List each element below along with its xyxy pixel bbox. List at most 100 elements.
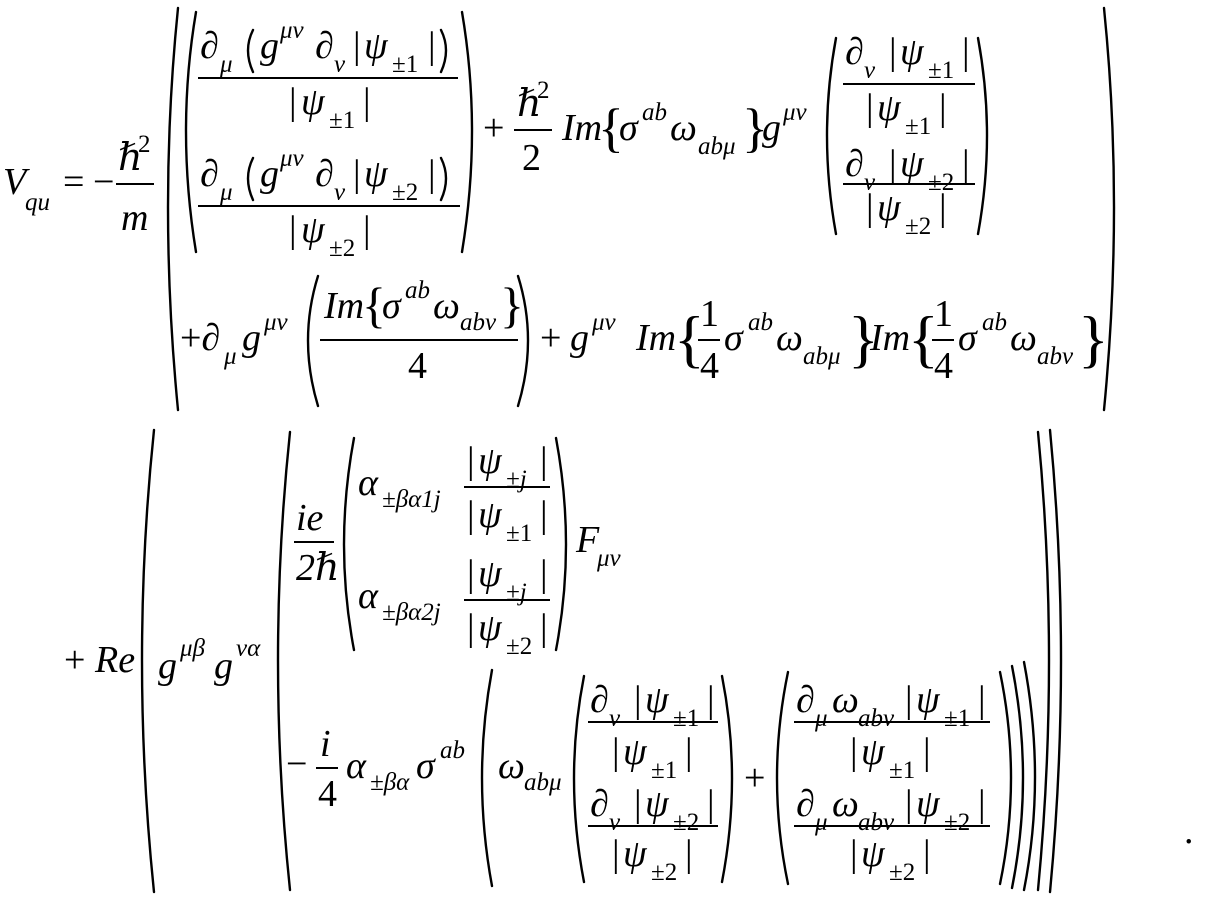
abnu-subscript: abν — [1037, 343, 1074, 370]
abs-bar: | — [467, 494, 475, 536]
row2: +∂ μ g μν Im { σ ab ω abν } 4 + g μν Im … — [180, 274, 1109, 408]
imaginary-part: Im — [561, 107, 602, 149]
inner-paren-left — [246, 28, 255, 74]
psi-index: ±1 — [889, 757, 915, 784]
psi-symbol: ψ — [900, 31, 925, 73]
psi-index: ±1 — [506, 520, 532, 547]
partial-symbol: ∂ — [796, 679, 815, 721]
mu-subscript: μ — [223, 343, 237, 370]
abs-bar: | — [634, 679, 642, 721]
sigma-symbol: σ — [382, 285, 402, 327]
abs-bar: | — [540, 440, 548, 482]
omega-symbol: ω — [670, 107, 697, 149]
psi-index: ±2 — [392, 179, 418, 206]
abs-bar: | — [923, 731, 931, 773]
denominator-four: 4 — [408, 345, 427, 387]
abs-bar: | — [289, 81, 297, 123]
denominator-four: 4 — [700, 345, 719, 387]
psi-index: ±j — [506, 579, 527, 606]
paren-left — [480, 668, 494, 888]
partial-symbol: ∂ — [200, 153, 219, 195]
munu-superscript: μν — [591, 309, 617, 336]
psi-symbol: ψ — [861, 731, 886, 773]
abs-bar: | — [905, 783, 913, 825]
munu-superscript: μν — [279, 17, 305, 44]
partial-symbol: ∂ — [796, 783, 815, 825]
abs-bar: | — [540, 553, 548, 595]
abs-bar: | — [939, 87, 947, 129]
psi-symbol: ψ — [364, 25, 389, 67]
abs-bar: | — [707, 783, 715, 825]
psi-index: ±2 — [928, 169, 954, 196]
psi-symbol: ψ — [861, 833, 886, 875]
hbar-square: 2 — [537, 77, 550, 104]
paren-left — [140, 428, 156, 894]
partial-symbol: ∂ — [845, 143, 864, 185]
mu-subscript: μ — [219, 179, 233, 206]
psi-index: ±1 — [928, 57, 954, 84]
denominator-two: 2 — [522, 137, 541, 179]
abs-bar: | — [850, 833, 858, 875]
mass-symbol: m — [121, 197, 148, 239]
nu-subscript: ν — [334, 179, 346, 206]
psi-symbol: ψ — [877, 87, 902, 129]
abs-bar: | — [962, 31, 970, 73]
nualpha-superscript: να — [236, 635, 261, 662]
abs-bar: | — [612, 833, 620, 875]
abs-bar: | — [685, 731, 693, 773]
omega-symbol: ω — [433, 285, 460, 327]
paren-right — [1036, 430, 1051, 892]
abs-bar: | — [889, 143, 897, 185]
psi-symbol: ψ — [623, 833, 648, 875]
abs-bar: | — [540, 494, 548, 536]
paren-right — [1022, 660, 1037, 892]
psi-index: ±2 — [329, 235, 355, 262]
mu-subscript: μ — [814, 809, 828, 836]
abs-bar: | — [978, 783, 986, 825]
psi-symbol: ψ — [364, 153, 389, 195]
psi-symbol: ψ — [916, 679, 941, 721]
inner-paren-right — [439, 156, 448, 202]
abs-bar: | — [467, 440, 475, 482]
partial-symbol: ∂ — [200, 25, 219, 67]
numerator-one: 1 — [700, 293, 719, 335]
abnu-subscript: abν — [858, 809, 895, 836]
two-hbar-denominator: 2ℏ — [296, 547, 339, 589]
plus-sign: + — [64, 639, 85, 681]
psi-symbol: ψ — [916, 783, 941, 825]
paren-right — [998, 670, 1013, 886]
v-subscript: qu — [25, 189, 50, 216]
abs-bar: | — [363, 81, 371, 123]
imaginary-part: Im — [323, 285, 364, 327]
curly-brace-right: } — [1078, 303, 1109, 374]
alpha-subscript: ±βα1j — [382, 486, 441, 513]
curly-brace-left: { — [908, 303, 939, 374]
alpha-symbol: α — [358, 575, 379, 617]
paren-right — [554, 436, 568, 652]
paren-right — [460, 10, 474, 254]
abs-bar: | — [685, 833, 693, 875]
abs-bar: | — [962, 143, 970, 185]
ab-superscript: ab — [982, 309, 1007, 336]
term1: ∂ μ g μν ∂ ν | ψ ±1 | | ψ ±1 | ∂ μ g μν … — [184, 10, 474, 262]
imaginary-part: Im — [869, 317, 910, 359]
abs-bar: | — [467, 607, 475, 649]
outer-right-paren — [1102, 6, 1116, 412]
curly-brace-left: { — [674, 303, 705, 374]
sigma-symbol: σ — [619, 107, 639, 149]
outer-left-paren — [166, 6, 180, 412]
paren-right — [976, 36, 989, 236]
psi-symbol: ψ — [645, 679, 670, 721]
metric-g: g — [158, 645, 177, 687]
metric-g: g — [242, 317, 261, 359]
v-symbol: V — [3, 161, 30, 203]
ab-superscript: ab — [405, 277, 430, 304]
psi-symbol: ψ — [478, 440, 503, 482]
munu-superscript: μν — [263, 309, 289, 336]
sigma-symbol: σ — [724, 317, 744, 359]
abs-bar: | — [612, 731, 620, 773]
paren-left — [572, 674, 586, 884]
psi-index: ±2 — [651, 859, 677, 886]
abmu-subscript: abμ — [524, 769, 562, 796]
